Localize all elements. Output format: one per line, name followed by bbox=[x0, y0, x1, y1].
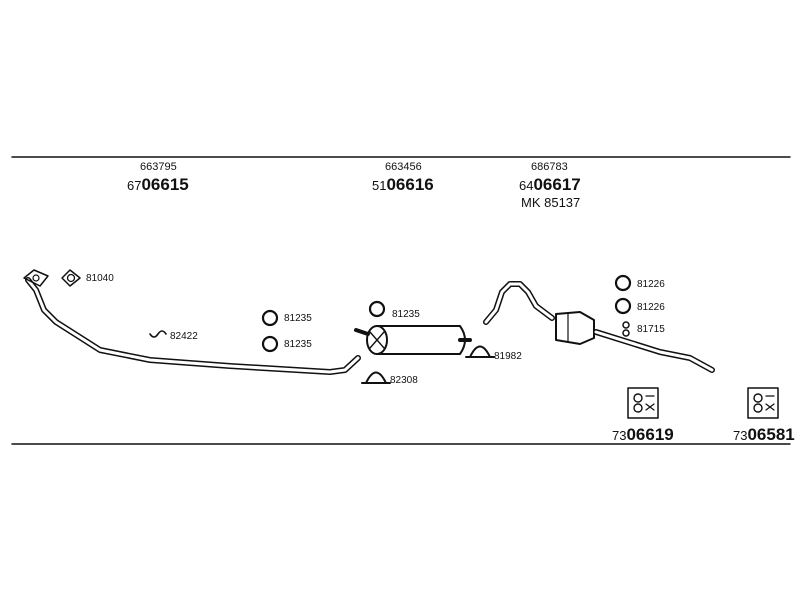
clamp-label: 81982 bbox=[494, 351, 522, 362]
middle-silencer-main: 06616 bbox=[386, 175, 434, 194]
ring-icon[interactable] bbox=[261, 335, 279, 353]
ring-icon[interactable] bbox=[614, 297, 632, 315]
middle-silencer-prefix: 51 bbox=[372, 178, 387, 193]
middle-silencer-ref: 663456 bbox=[385, 161, 422, 173]
clamp-label: 82308 bbox=[390, 375, 418, 386]
ring-icon[interactable] bbox=[261, 309, 279, 327]
ring-icon[interactable] bbox=[614, 274, 632, 292]
front-pipe-ref: 663795 bbox=[140, 161, 177, 173]
ring-icon[interactable] bbox=[368, 300, 386, 318]
fitting-kit-prefix: 73 bbox=[612, 428, 627, 443]
ring-label: 81235 bbox=[284, 339, 312, 350]
front-pipe[interactable] bbox=[23, 269, 361, 375]
ring-label: 81226 bbox=[637, 279, 665, 290]
rear-silencer-mk: MK 85137 bbox=[521, 195, 581, 210]
rear-silencer-main: 06617 bbox=[533, 175, 581, 194]
hanger-icon[interactable] bbox=[149, 330, 167, 338]
fitting-kit-icon[interactable] bbox=[747, 387, 779, 419]
hanger-label: 81715 bbox=[637, 324, 665, 335]
hanger-icon[interactable] bbox=[622, 321, 630, 337]
rear-silencer[interactable] bbox=[483, 281, 715, 373]
front-pipe-prefix: 67 bbox=[127, 178, 142, 193]
rear-silencer-ref: 686783 bbox=[531, 161, 568, 173]
fitting-kit-number: 7306619 bbox=[612, 426, 674, 444]
ring-label: 81235 bbox=[284, 313, 312, 324]
middle-silencer-number: 5106616 bbox=[372, 176, 434, 194]
fitting-kit-number: 7306581 bbox=[733, 426, 795, 444]
fitting-kit-main: 06581 bbox=[747, 425, 795, 444]
gasket-label: 81040 bbox=[86, 273, 114, 284]
clamp-icon[interactable] bbox=[361, 371, 391, 384]
front-pipe-number: 6706615 bbox=[127, 176, 189, 194]
fitting-kit-main: 06619 bbox=[626, 425, 674, 444]
clamp-icon[interactable] bbox=[465, 345, 495, 358]
middle-silencer[interactable] bbox=[354, 325, 472, 355]
front-pipe-main: 06615 bbox=[141, 175, 189, 194]
ring-label: 81235 bbox=[392, 309, 420, 320]
rear-silencer-number: 6406617 bbox=[519, 176, 581, 194]
fitting-kit-icon[interactable] bbox=[627, 387, 659, 419]
ring-label: 81226 bbox=[637, 302, 665, 313]
hanger-label: 82422 bbox=[170, 331, 198, 342]
rear-silencer-prefix: 64 bbox=[519, 178, 534, 193]
gasket-icon[interactable] bbox=[61, 269, 81, 287]
fitting-kit-prefix: 73 bbox=[733, 428, 748, 443]
